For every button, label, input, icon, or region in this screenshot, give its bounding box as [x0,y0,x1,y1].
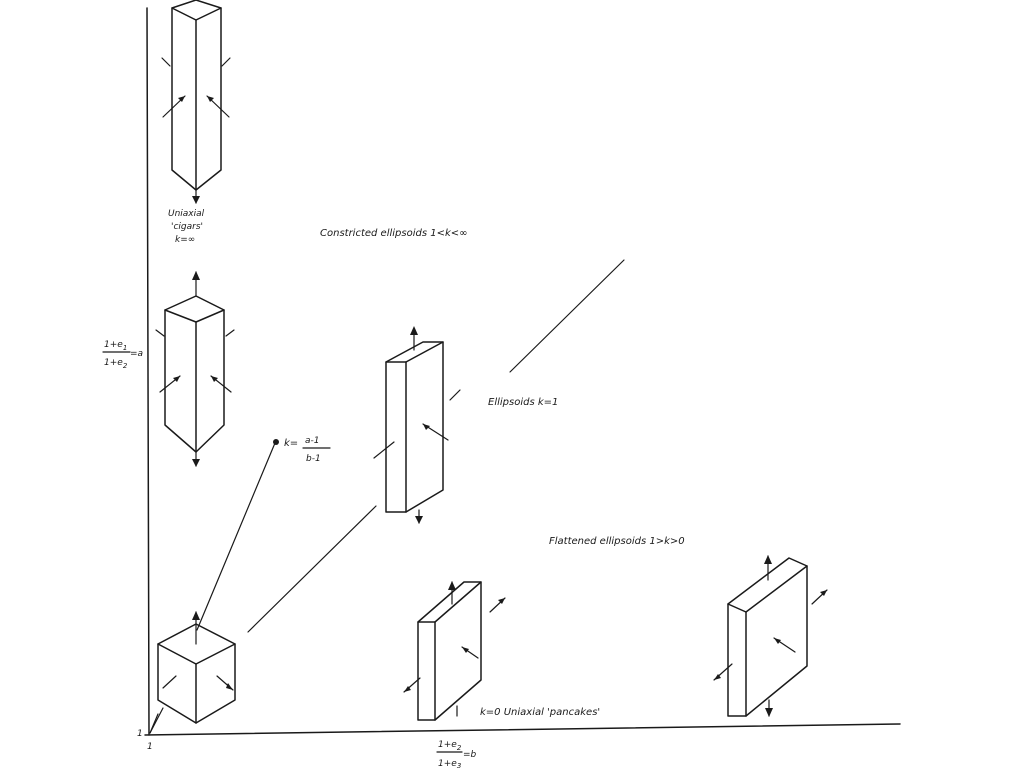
ellipsoid-block [373,326,461,524]
ellipsoids-k1-label: Ellipsoids k=1 [488,397,558,408]
svg-text:1+e2: 1+e2 [104,358,128,370]
pancake-slab-1 [403,581,506,721]
origin-cube [149,611,236,734]
svg-text:k=: k= [284,438,298,449]
svg-text:1+e2: 1+e2 [438,740,462,752]
k-formula-label: k= a-1 b-1 [284,436,331,464]
origin-x-label: 1 [147,742,153,752]
x-axis [144,723,901,736]
svg-text:a-1: a-1 [305,436,320,446]
y-axis [146,7,150,736]
svg-text:1+e3: 1+e3 [438,759,461,768]
k-equals-one-line-lower [247,505,377,633]
cigar-prism-top [161,0,231,204]
svg-text:=a: =a [130,349,143,359]
k-definition-leader [196,442,276,631]
cigars-label-line2: 'cigars' [171,222,203,232]
k-definition-point [273,439,279,445]
origin-y-label: 1 [137,729,143,739]
constricted-ellipsoids-label: Constricted ellipsoids 1<k<∞ [320,228,467,239]
uniaxial-pancakes-label: k=0 Uniaxial 'pancakes' [480,707,600,718]
y-axis-label: 1+e1 1+e2 =a [102,340,143,370]
svg-text:1+e1: 1+e1 [104,340,127,352]
x-axis-label: 1+e2 1+e3 =b [436,740,477,768]
svg-text:=b: =b [463,750,477,760]
cigars-k-label: k=∞ [175,235,195,245]
pancake-slab-2 [713,555,828,717]
flattened-ellipsoids-label: Flattened ellipsoids 1>k>0 [549,536,685,547]
svg-text:b-1: b-1 [306,454,321,464]
cigar-prism-middle [155,271,235,467]
k-equals-one-line-upper [509,259,625,373]
cigars-label-line1: Uniaxial [168,209,205,219]
